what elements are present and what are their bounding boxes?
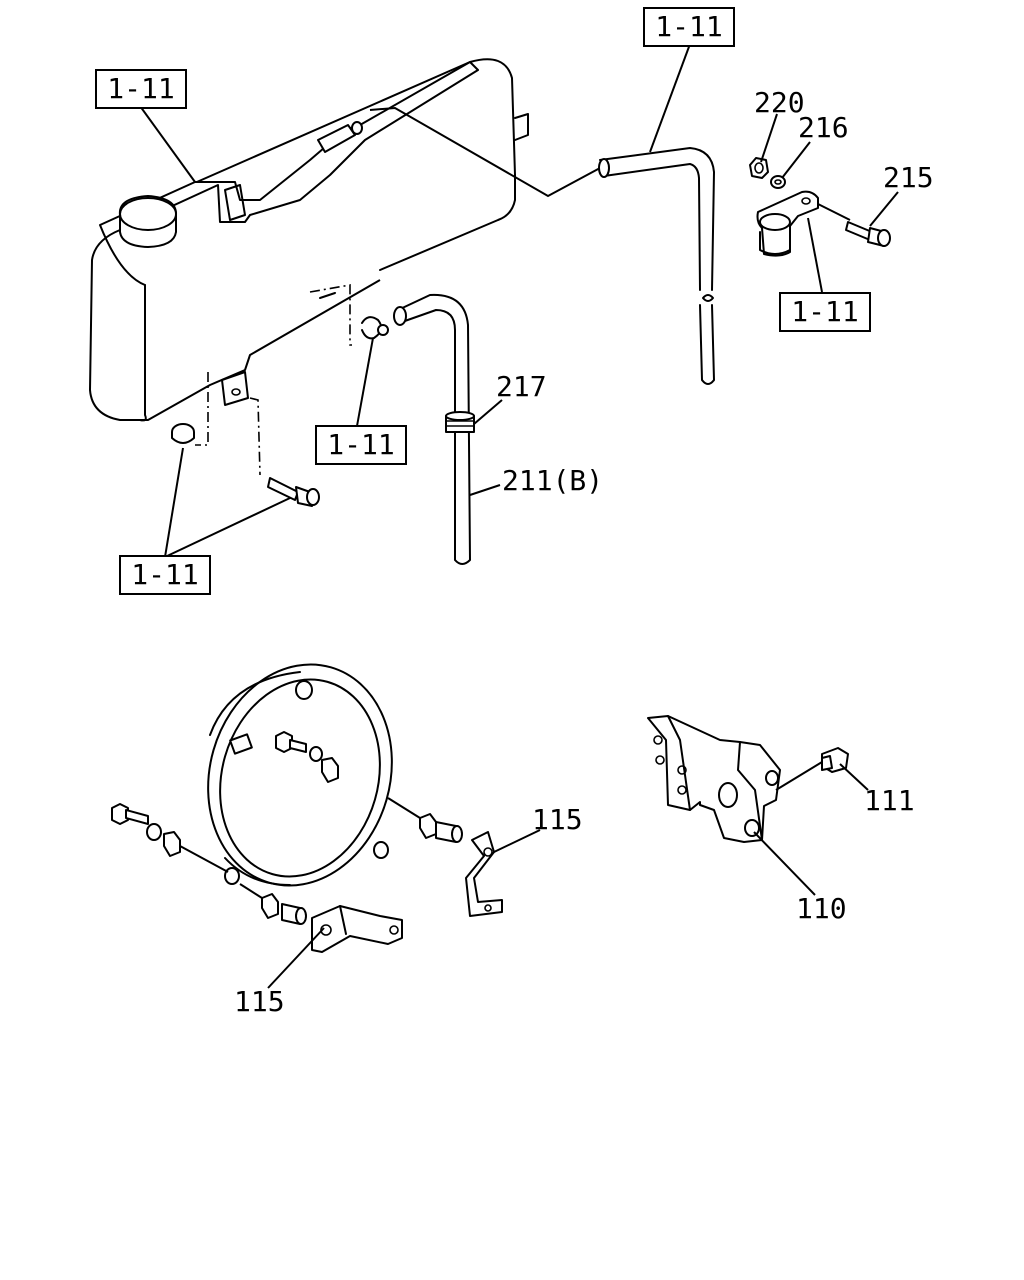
part-label-211b: 211(B) [502, 464, 603, 497]
part-label-215: 215 [883, 161, 934, 194]
part-label-220: 220 [754, 86, 805, 119]
tank-mount-grommet [171, 423, 195, 444]
ref-tag-text: 1-11 [131, 558, 198, 591]
upper-hose [598, 147, 715, 385]
part-label-115-left: 115 [234, 985, 285, 1018]
hose-clamp [756, 190, 819, 257]
part-label-110: 110 [796, 892, 847, 925]
part-label-216: 216 [798, 111, 849, 144]
small-bracket-lower [311, 905, 403, 953]
ring-bracket [207, 663, 393, 887]
leader-lines [139, 43, 899, 989]
ref-tag-text: 1-11 [655, 10, 722, 43]
ring-hardware-upper [275, 731, 339, 783]
overflow-hose [393, 293, 471, 565]
washer [770, 175, 786, 189]
part-label-115-right: 115 [532, 803, 583, 836]
clamp-bolt [845, 221, 891, 247]
hose-clip [361, 316, 389, 340]
part-label-111: 111 [864, 784, 915, 817]
coolant-reservoir-tank [89, 58, 529, 422]
ref-tag-clamp-right: 1-11 [779, 292, 871, 332]
mount-bracket [647, 715, 781, 843]
small-bracket-right [465, 831, 503, 917]
ref-tag-bolts-bottom: 1-11 [119, 555, 211, 595]
ref-tag-text: 1-11 [791, 295, 858, 328]
ref-tag-hose-top: 1-11 [643, 7, 735, 47]
ref-tag-tank-top: 1-11 [95, 69, 187, 109]
ref-tag-clip-mid: 1-11 [315, 425, 407, 465]
ring-hardware-right [419, 813, 463, 843]
ref-tag-text: 1-11 [327, 428, 394, 461]
tank-mount-bolt [267, 477, 320, 507]
reservoir-cap [118, 195, 178, 248]
ring-hardware-left [111, 803, 181, 857]
grommet [445, 411, 475, 433]
nut [749, 157, 769, 179]
ref-tag-text: 1-11 [107, 72, 174, 105]
part-label-217: 217 [496, 370, 547, 403]
ring-hardware-bottom [261, 893, 307, 925]
